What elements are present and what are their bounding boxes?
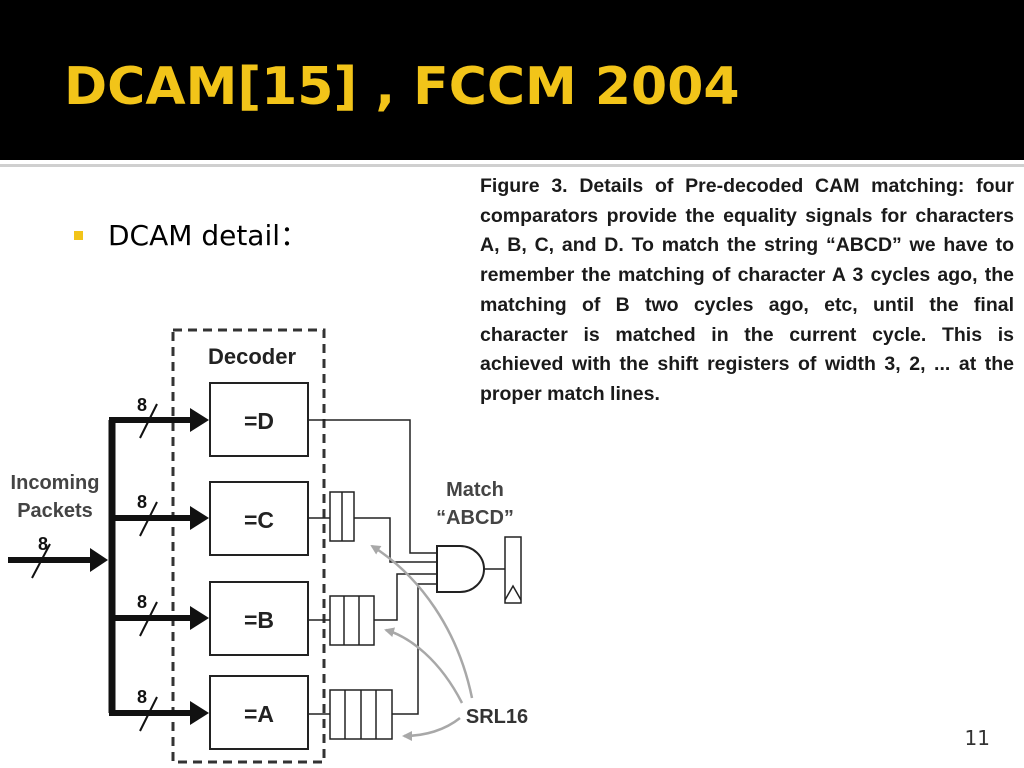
match-label-line1: Match bbox=[446, 479, 504, 501]
srl16-label: SRL16 bbox=[466, 706, 528, 728]
comparator-b-box bbox=[209, 581, 309, 656]
figure-caption: Figure 3. Details of Pre-decoded CAM mat… bbox=[480, 175, 1014, 405]
decoder-label: Decoder bbox=[208, 344, 296, 369]
branch-c-width: 8 bbox=[137, 492, 147, 512]
branch-a-width: 8 bbox=[137, 687, 147, 707]
input-bus-slash bbox=[31, 543, 51, 579]
input-label-incoming: Incoming bbox=[11, 472, 100, 494]
match-line-c bbox=[354, 517, 437, 563]
srl16-pointer-b bbox=[384, 627, 464, 704]
output-register bbox=[504, 536, 522, 604]
match-line-d bbox=[308, 419, 437, 554]
title-bar: DCAM[15] , FCCM 2004 bbox=[0, 0, 1024, 160]
comparator-c-label: =C bbox=[244, 507, 274, 533]
branch-c-arrow bbox=[190, 506, 209, 530]
title-divider bbox=[0, 164, 1024, 167]
branch-a-arrow bbox=[190, 701, 209, 725]
page-number: 11 bbox=[964, 726, 990, 750]
input-label-packets: Packets bbox=[17, 500, 93, 522]
comparator-d-box bbox=[209, 382, 309, 457]
bullet-text: DCAM detail： bbox=[108, 219, 309, 252]
branch-d-width: 8 bbox=[137, 395, 147, 415]
srl16-pointer-a bbox=[402, 717, 461, 741]
bullet-marker bbox=[74, 231, 83, 240]
input-bus-width: 8 bbox=[38, 534, 48, 554]
comparator-a-box bbox=[209, 675, 309, 750]
branch-a-slash bbox=[139, 696, 158, 732]
srl16-pointer-c bbox=[370, 544, 474, 699]
match-label-line2: “ABCD” bbox=[436, 507, 514, 529]
branch-b-slash bbox=[139, 601, 158, 637]
branch-d-arrow bbox=[190, 408, 209, 432]
branch-c-slash bbox=[139, 501, 158, 537]
branch-d-slash bbox=[139, 403, 158, 439]
clock-input-icon bbox=[504, 584, 522, 601]
match-line-a bbox=[392, 583, 437, 715]
shift-register-b bbox=[329, 595, 375, 646]
branch-b-arrow bbox=[190, 606, 209, 630]
dcam-diagram: Decoder Incoming Packets 8 8 8 8 8 =D =C… bbox=[8, 328, 528, 764]
branch-b-width: 8 bbox=[137, 592, 147, 612]
comparator-b-label: =B bbox=[244, 607, 274, 633]
comparator-a-label: =A bbox=[244, 701, 274, 727]
comparator-d-label: =D bbox=[244, 408, 274, 434]
decoder-box bbox=[171, 328, 326, 764]
match-line-b bbox=[374, 573, 437, 621]
input-bus-arrow bbox=[90, 548, 108, 572]
and-gate bbox=[436, 545, 485, 593]
slide-title: DCAM[15] , FCCM 2004 bbox=[64, 57, 740, 117]
